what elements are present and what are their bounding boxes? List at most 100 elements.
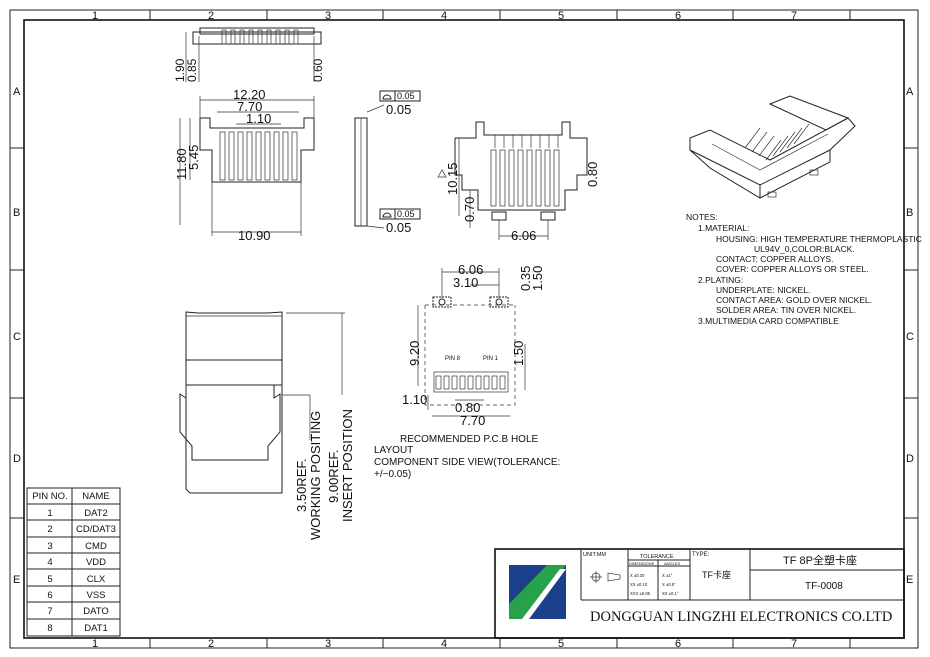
type-value: TF卡座 [702, 569, 731, 580]
hole-pads [435, 375, 506, 390]
pin-label: PIN 8 [445, 356, 461, 362]
pin-label: PIN 1 [483, 356, 499, 362]
product-name: TF 8P全塑卡座 [783, 553, 857, 567]
flatness-value: 0.05 [397, 209, 415, 219]
top-view-contacts [221, 29, 299, 45]
caption-line: +/−0.05) [374, 469, 411, 480]
flatness-callout-top: 0.05 [379, 90, 421, 102]
note-line: UNDERPLATE: NICKEL. [716, 285, 810, 295]
note-line: UL94V_0,COLOR:BLACK. [754, 244, 855, 254]
pin-name: CD/DAT3 [76, 524, 116, 535]
working-position-label: WORKING POSITING [308, 411, 323, 540]
col-label: 7 [791, 10, 797, 22]
col-label: 3 [325, 638, 331, 650]
row-label: A [13, 86, 21, 98]
dim-0.60: 0.60 [311, 58, 325, 82]
dim-0.05: 0.05 [386, 102, 411, 117]
part-number: TF-0008 [805, 581, 843, 592]
dim-1.10: 1.10 [402, 392, 427, 407]
dim-0.80: 0.80 [585, 162, 600, 187]
projection-symbol [590, 571, 621, 583]
col-label: 4 [441, 10, 447, 22]
caption-line: LAYOUT [374, 445, 413, 456]
pcb-hole-layout: 6.06 3.10 0.35 1.50 9.20 1.50 1.10 0.80 … [402, 262, 545, 428]
notes: NOTES: 1.MATERIAL: HOUSING: HIGH TEMPERA… [686, 212, 922, 326]
tolerance-row: XX ±0.10 [630, 582, 648, 587]
caption-line: RECOMMENDED P.C.B HOLE [400, 434, 539, 445]
tolerance-row: XXX ±0.05 [630, 591, 651, 596]
card-insertion-view: 3.50REF. WORKING POSITING 9.00REF. INSER… [179, 311, 355, 540]
insert-position-label: INSERT POSITION [340, 409, 355, 522]
pin-number: 1 [47, 508, 52, 519]
dim-0.35: 0.35 [518, 266, 533, 291]
logo-stripe [509, 565, 566, 619]
note-line: 2.PLATING: [698, 275, 743, 285]
col-label: 1 [92, 10, 98, 22]
flatness-value: 0.05 [397, 91, 415, 101]
row-label: E [906, 574, 913, 586]
row-labels-right: A B C D E [906, 86, 914, 586]
dim-6.06: 6.06 [458, 262, 483, 277]
angle-row: X ±0.5° [662, 582, 676, 587]
pin-table-header: PIN NO. [32, 491, 67, 502]
note-line: HOUSING: HIGH TEMPERATURE THERMOPLASTIC [716, 234, 922, 244]
pin-number: 2 [47, 524, 52, 535]
row-label: C [906, 331, 914, 343]
col-label: 7 [791, 638, 797, 650]
dim-3.10: 3.10 [453, 275, 478, 290]
row-label: C [13, 331, 21, 343]
pin-name: DAT1 [84, 623, 108, 634]
front-view: 12.20 7.70 1.10 5.45 11.80 10.90 [174, 87, 315, 243]
dim-3.50ref: 3.50REF. [294, 459, 309, 512]
column-labels-top: 1 2 3 4 5 6 7 [92, 10, 797, 22]
flatness-callout-bottom: 0.05 [379, 208, 421, 220]
row-label: D [906, 453, 914, 465]
pin-number: 3 [47, 541, 52, 552]
logo-stripe [522, 569, 566, 619]
dim-0.70: 0.70 [462, 197, 477, 222]
angles-label: ANGLES [664, 561, 681, 566]
dim-10.90: 10.90 [238, 228, 271, 243]
note-line: CONTACT AREA: GOLD OVER NICKEL. [716, 295, 872, 305]
pcb-view-contacts [490, 135, 560, 207]
angle-row: X ±1° [662, 573, 673, 578]
dim-5.45: 5.45 [186, 145, 201, 170]
dim-1.10: 1.10 [246, 111, 271, 126]
company-logo [509, 565, 566, 619]
dim-11.80: 11.80 [174, 148, 189, 180]
pin-name: VSS [86, 590, 105, 601]
drawing-frame [9, 9, 919, 649]
row-label: E [13, 574, 20, 586]
isometric-contacts [744, 123, 810, 161]
pin-table-header: NAME [82, 491, 109, 502]
dimension-label: DIMENSIONS [629, 561, 655, 566]
angle-row: XX ±0.1° [662, 591, 679, 596]
pin-number: 6 [47, 590, 52, 601]
row-label: D [13, 453, 21, 465]
company-name: DONGGUAN LINGZHI ELECTRONICS CO.LTD [590, 609, 892, 625]
pin-table: PIN NO. NAME 1 DAT2 2 CD/DAT3 3 CMD 4 VD… [26, 487, 121, 637]
col-label: 2 [208, 10, 214, 22]
dim-0.85: 0.85 [185, 58, 199, 82]
pin-name: CLX [87, 574, 106, 585]
top-view: 1.90 0.85 0.60 [173, 27, 325, 82]
col-label: 1 [92, 638, 98, 650]
pin-number: 4 [47, 557, 52, 568]
pin-number: 7 [47, 606, 52, 617]
col-label: 6 [675, 10, 681, 22]
type-label: TYPE: [692, 552, 710, 558]
notes-title: NOTES: [686, 212, 718, 222]
caption-line: COMPONENT SIDE VIEW(TOLERANCE: [374, 457, 560, 468]
col-label: 2 [208, 638, 214, 650]
dim-1.90: 1.90 [173, 58, 187, 82]
dim-0.05: 0.05 [386, 220, 411, 235]
col-label: 4 [441, 638, 447, 650]
dim-9.20: 9.20 [407, 341, 422, 366]
pin-name: DAT2 [84, 508, 108, 519]
hole-layout-caption: RECOMMENDED P.C.B HOLE LAYOUT COMPONENT … [374, 434, 560, 480]
note-line: CONTACT: COPPER ALLOYS. [716, 254, 833, 264]
dim-7.70: 7.70 [460, 413, 485, 428]
isometric-view [689, 95, 856, 199]
col-label: 5 [558, 10, 564, 22]
dim-0.80: 0.80 [455, 400, 480, 415]
